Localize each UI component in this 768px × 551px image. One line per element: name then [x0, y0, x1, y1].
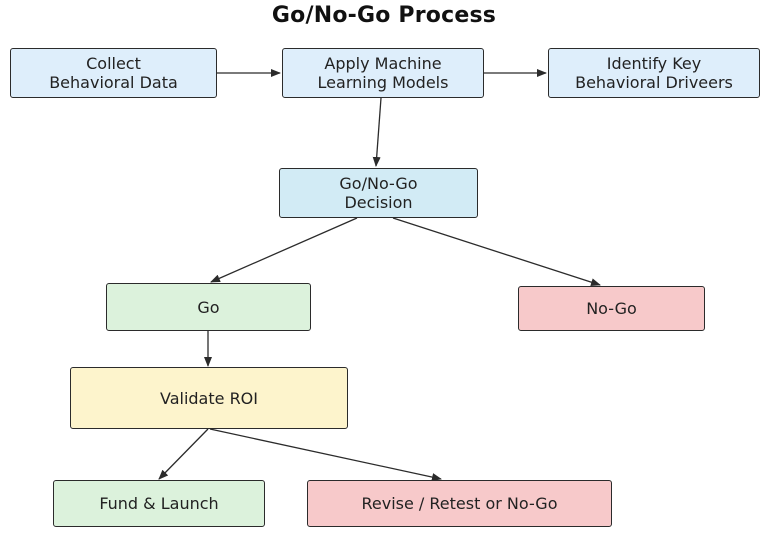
- node-go-no-go-decision: Go/No-Go Decision: [279, 168, 478, 218]
- node-collect-behavioral-data: Collect Behavioral Data: [10, 48, 217, 98]
- diagram-title: Go/No-Go Process: [271, 3, 497, 28]
- node-go: Go: [106, 283, 311, 331]
- node-label: Validate ROI: [160, 388, 258, 408]
- node-label: Revise / Retest or No-Go: [361, 494, 558, 513]
- node-label: Identify Key Behavioral Driveers: [575, 54, 733, 92]
- node-no-go: No-Go: [518, 286, 705, 331]
- edge-decision-to-nogo: [392, 217, 601, 287]
- edge-decision-to-go: [210, 217, 358, 283]
- node-fund-and-launch: Fund & Launch: [53, 480, 265, 527]
- node-label: No-Go: [586, 299, 637, 318]
- node-label: Go: [197, 297, 220, 317]
- node-label: Fund & Launch: [99, 494, 219, 513]
- node-revise-retest-or-no-go: Revise / Retest or No-Go: [307, 480, 612, 527]
- node-label: Apply Machine Learning Models: [317, 54, 449, 92]
- node-validate-roi: Validate ROI: [70, 367, 348, 429]
- node-identify-key-drivers: Identify Key Behavioral Driveers: [548, 48, 760, 98]
- node-label: Go/No-Go Decision: [339, 174, 418, 212]
- edge-apply-to-decision: [372, 97, 382, 167]
- edge-validate-to-revise: [209, 428, 442, 482]
- node-label: Collect Behavioral Data: [49, 54, 178, 92]
- node-apply-ml-models: Apply Machine Learning Models: [282, 48, 484, 98]
- edge-validate-to-fund: [158, 428, 209, 480]
